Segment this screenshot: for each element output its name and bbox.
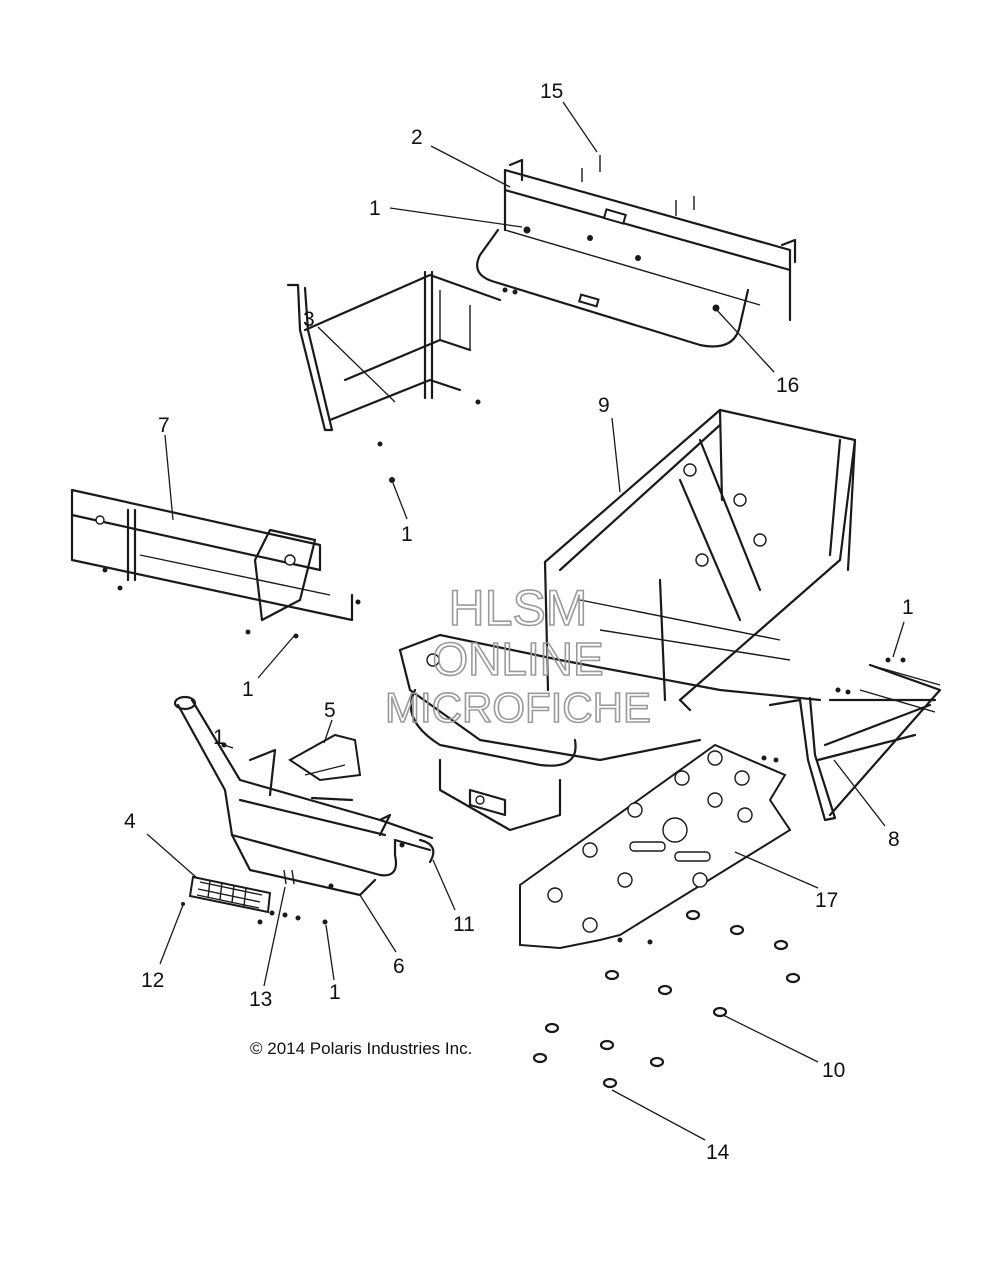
callout-10: 10	[822, 1059, 845, 1082]
callout-9: 9	[598, 394, 610, 417]
callout-13: 13	[249, 988, 272, 1011]
callout-2: 2	[411, 126, 423, 149]
callout-1: 1	[242, 678, 254, 701]
part-10-14-fasteners	[532, 909, 801, 1089]
part-17-skid-plate	[519, 743, 792, 950]
callout-1: 1	[902, 596, 914, 619]
part-7-front-bulkhead	[70, 488, 361, 639]
callouts: 15 2 1 16 3 1 7 9 1 1 5 1 4 8 17 11 12 1…	[124, 80, 914, 1164]
leader-lines	[146, 101, 905, 1141]
watermark-line-2: ONLINE	[432, 633, 603, 685]
callout-17: 17	[815, 889, 838, 912]
callout-11: 11	[453, 913, 475, 936]
callout-1: 1	[369, 197, 381, 220]
callout-1: 1	[401, 523, 413, 546]
part-8-step-frame	[761, 657, 942, 822]
callout-5: 5	[324, 699, 336, 722]
callout-6: 6	[393, 955, 405, 978]
watermark-line-3: MICROFICHE	[385, 684, 651, 731]
part-3-step-frame	[286, 270, 518, 483]
watermark-line-1: HLSM	[449, 580, 588, 636]
part-9-main-chassis	[398, 408, 857, 832]
callout-15: 15	[540, 80, 563, 103]
callout-3: 3	[303, 308, 315, 331]
callout-12: 12	[141, 969, 164, 992]
part-5-bracket	[288, 733, 362, 802]
watermark: HLSM ONLINE MICROFICHE	[384, 579, 652, 732]
part-4-grille	[181, 875, 328, 925]
part-2-seat-frame	[476, 155, 797, 348]
callout-4: 4	[124, 810, 136, 833]
callout-1: 1	[329, 981, 341, 1004]
part-6-front-bumper	[173, 695, 435, 897]
copyright-notice: © 2014 Polaris Industries Inc.	[250, 1039, 472, 1058]
callout-16: 16	[776, 374, 799, 397]
callout-14: 14	[706, 1141, 730, 1164]
callout-1: 1	[213, 726, 225, 749]
callout-7: 7	[158, 414, 170, 437]
callout-8: 8	[888, 828, 900, 851]
